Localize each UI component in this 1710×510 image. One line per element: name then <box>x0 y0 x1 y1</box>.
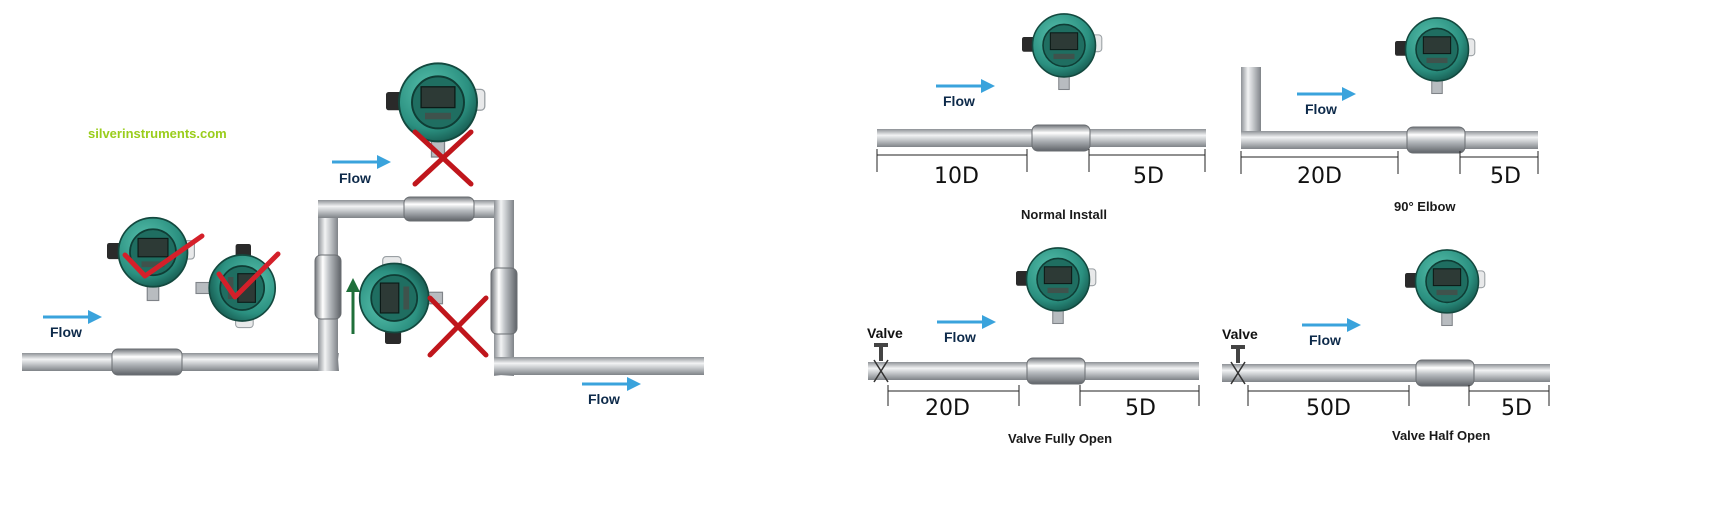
flow-label: Flow <box>944 329 976 345</box>
pipe <box>1222 364 1550 382</box>
check-icon <box>216 251 281 300</box>
watermark: silverinstruments.com <box>88 126 227 141</box>
caption-valve-fully-open: Valve Fully Open <box>1008 431 1113 446</box>
flowmeter-icon <box>1394 17 1476 95</box>
flowmeter-icon <box>195 243 277 329</box>
dimension-label: 10D <box>934 164 979 189</box>
pipe <box>1241 67 1261 149</box>
sensor-body <box>314 254 342 320</box>
flow-arrow-icon <box>43 310 102 324</box>
valve-fully-open-panel <box>868 247 1200 406</box>
dimension-label: 5D <box>1133 164 1164 189</box>
flow-label: Flow <box>943 93 975 109</box>
sensor-body <box>111 348 183 376</box>
dimension-label: 5D <box>1490 164 1521 189</box>
dimension-line <box>887 385 1200 406</box>
flow-arrow-icon <box>332 155 391 169</box>
cross-icon <box>427 295 489 358</box>
flow-arrow-icon <box>1297 87 1356 101</box>
dimension-line <box>876 149 1206 172</box>
flowmeter-icon <box>1015 247 1097 325</box>
sensor-body <box>490 267 518 335</box>
caption-normal-install: Normal Install <box>1021 207 1107 222</box>
cross-icon <box>412 129 474 187</box>
dimension-label: 20D <box>925 396 970 421</box>
flow-label: Flow <box>1309 332 1341 348</box>
flowmeter-icon <box>1404 249 1486 327</box>
left-installation-panel <box>22 62 704 391</box>
flow-arrow-icon <box>936 79 995 93</box>
check-icon <box>122 233 205 279</box>
flow-arrow-icon <box>1302 318 1361 332</box>
flow-label: Flow <box>588 391 620 407</box>
sensor-body <box>403 196 475 222</box>
normal-install-panel <box>876 13 1206 172</box>
flow-arrow-icon <box>937 315 996 329</box>
sensor-body <box>1026 357 1086 385</box>
sensor-body <box>1415 359 1475 387</box>
caption-elbow: 90° Elbow <box>1394 199 1456 214</box>
dimension-label: 5D <box>1125 396 1156 421</box>
flowmeter-icon <box>1021 13 1103 91</box>
sensor-body <box>1406 126 1466 154</box>
dimension-line <box>1247 385 1550 406</box>
flow-label: Flow <box>339 170 371 186</box>
valve-icon <box>873 343 889 383</box>
flow-label: Flow <box>1305 101 1337 117</box>
valve-half-open-panel <box>1222 249 1550 406</box>
dimension-label: 50D <box>1306 396 1351 421</box>
caption-valve-half-open: Valve Half Open <box>1392 428 1491 443</box>
dimension-line <box>1240 151 1539 174</box>
valve-icon <box>1230 345 1246 385</box>
flowmeter-icon <box>106 216 196 302</box>
flow-label: Flow <box>50 324 82 340</box>
valve-label: Valve <box>867 325 903 341</box>
elbow-panel <box>1240 17 1539 174</box>
flow-arrow-icon <box>582 377 641 391</box>
pipe <box>1241 131 1538 149</box>
valve-label: Valve <box>1222 326 1258 342</box>
up-arrow-icon <box>346 278 360 334</box>
sensor-body <box>1031 124 1091 152</box>
dimension-label: 20D <box>1297 164 1342 189</box>
dimension-label: 5D <box>1501 396 1532 421</box>
pipe <box>494 357 704 375</box>
flowmeter-icon <box>385 62 486 158</box>
